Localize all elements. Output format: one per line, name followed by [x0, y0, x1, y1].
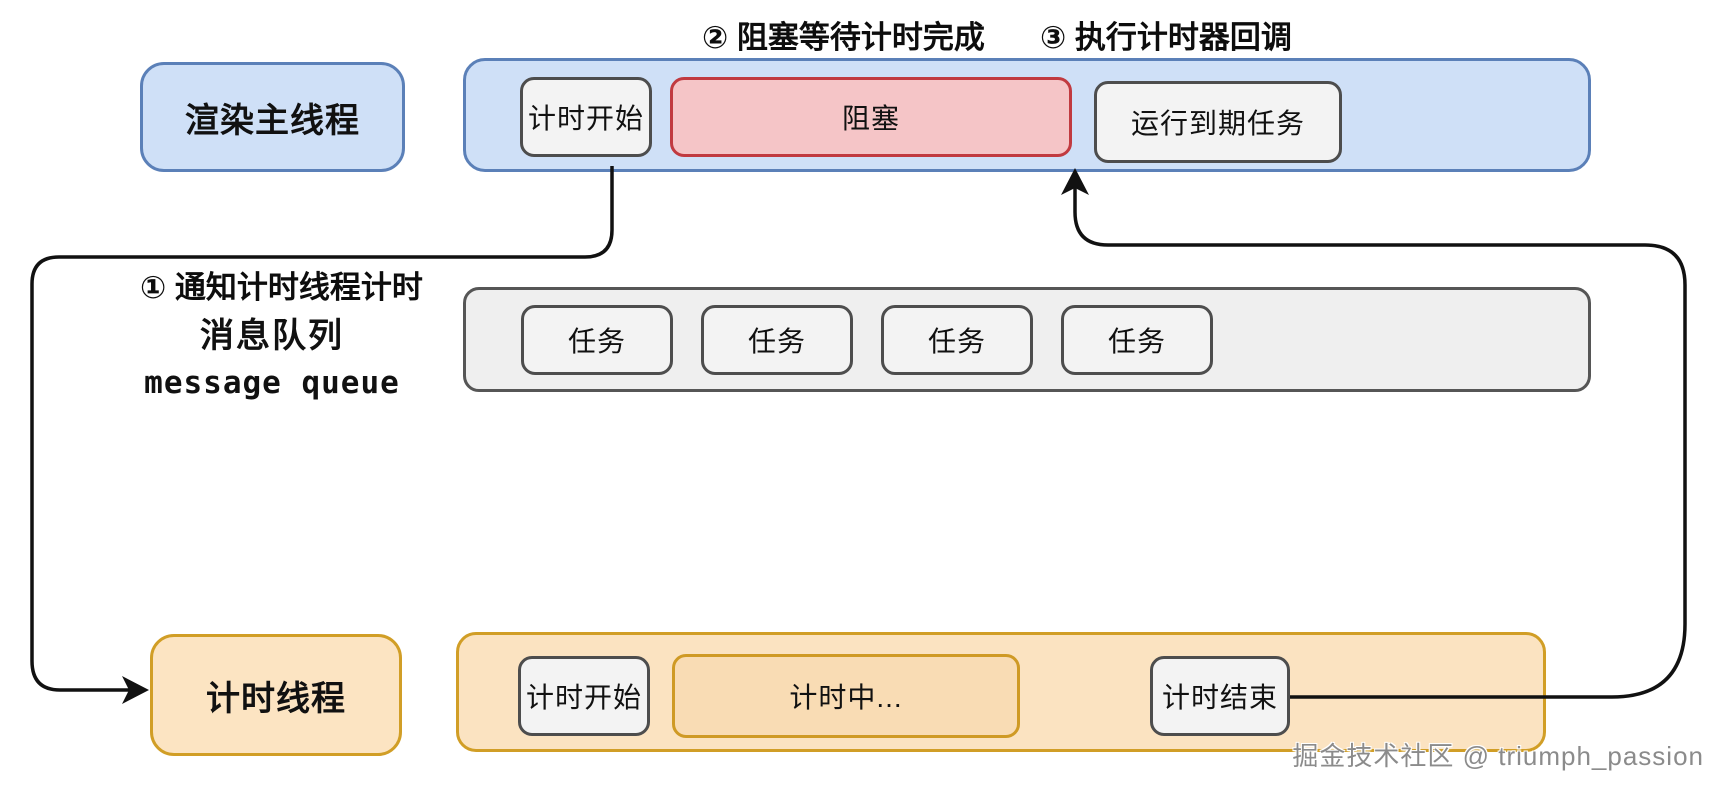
- timer-box-timing-end: 计时结束: [1150, 656, 1290, 736]
- queue-task-box: 任务: [701, 305, 853, 375]
- annotation-step1-notify-timer-thread: ① 通知计时线程计时: [140, 270, 423, 305]
- queue-task-box: 任务: [881, 305, 1033, 375]
- timeline-box-blocked: 阻塞: [670, 77, 1072, 157]
- timeline-box-timing-start: 计时开始: [520, 77, 652, 157]
- render-main-thread-label: 渲染主线程: [140, 62, 405, 172]
- annotation-step2-block-wait: ② 阻塞等待计时完成: [702, 20, 985, 55]
- message-queue-label-cn: 消息队列: [200, 317, 344, 355]
- annotation-step3-run-callback: ③ 执行计时器回调: [1040, 20, 1292, 55]
- arrowhead-timer-done-callback: [1061, 168, 1089, 195]
- watermark: 掘金技术社区 @ triumph_passion: [1292, 741, 1704, 771]
- queue-task-box: 任务: [1061, 305, 1213, 375]
- timer-thread-label: 计时线程: [150, 634, 402, 756]
- timer-box-timing-start: 计时开始: [518, 656, 650, 736]
- message-queue-label: 消息队列 message queue: [102, 308, 442, 401]
- arrowhead-notify-timer-thread: [122, 676, 149, 704]
- message-queue-label-en: message queue: [144, 365, 400, 401]
- arrow-notify-timer-thread: [30, 166, 614, 692]
- timeline-box-run-expired-tasks: 运行到期任务: [1094, 81, 1342, 163]
- arrow-timer-done-callback: [1073, 186, 1687, 699]
- timer-box-timing-in-progress: 计时中...: [672, 654, 1020, 738]
- queue-task-box: 任务: [521, 305, 673, 375]
